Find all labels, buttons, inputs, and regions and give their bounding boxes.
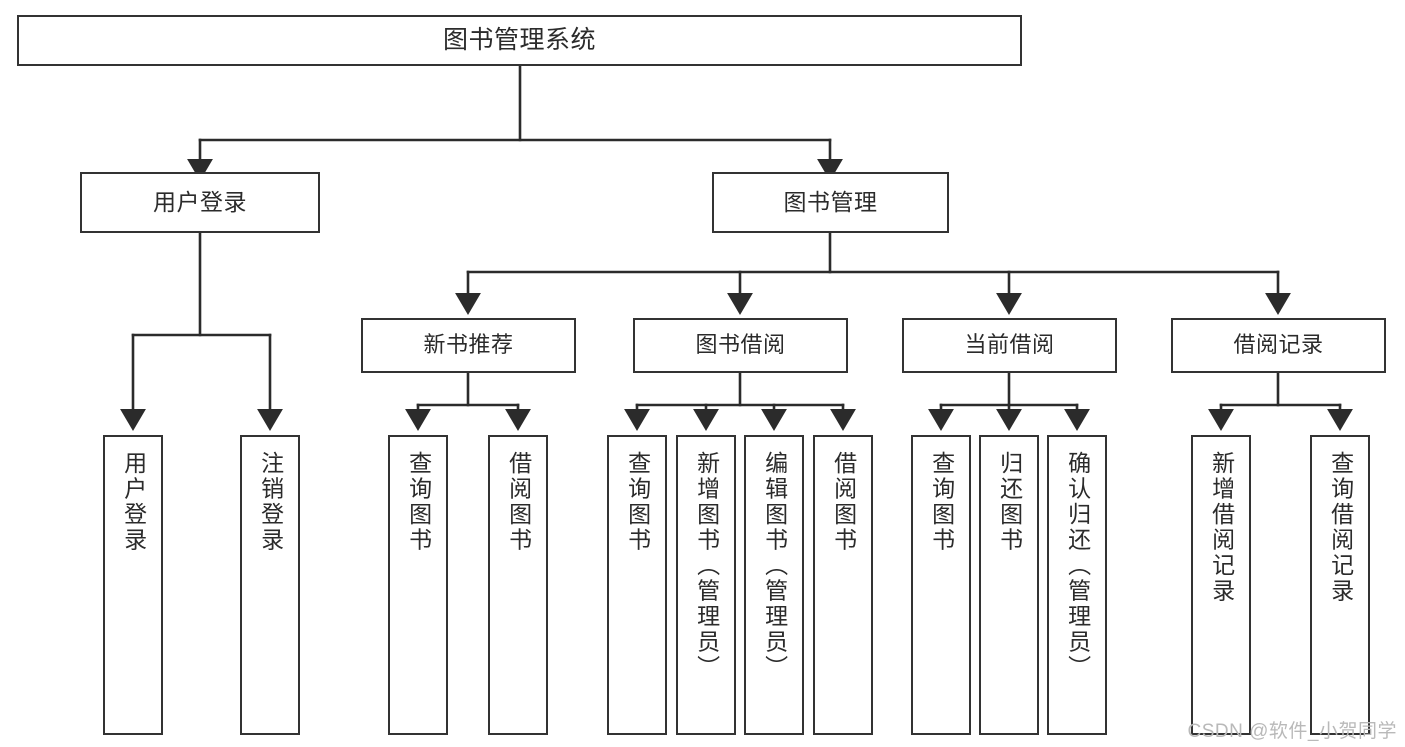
node-user-login[interactable]: 用户登录 <box>80 172 320 233</box>
node-label: 用户登录 <box>153 189 247 216</box>
node-root-book-management-system[interactable]: 图书管理系统 <box>17 15 1022 66</box>
node-label: 查询借阅记录 <box>1327 451 1354 604</box>
node-label: 查询图书 <box>928 451 955 553</box>
node-label: 新增图书（管理员） <box>693 451 720 681</box>
node-label: 注销登录 <box>257 451 284 553</box>
node-leaf-query-book-recommend[interactable]: 查询图书 <box>388 435 448 735</box>
node-borrow-record[interactable]: 借阅记录 <box>1171 318 1386 373</box>
node-label: 编辑图书（管理员） <box>761 451 788 681</box>
node-leaf-query-book-borrow[interactable]: 查询图书 <box>607 435 667 735</box>
node-label: 图书管理系统 <box>442 26 596 55</box>
node-label: 借阅记录 <box>1233 332 1324 358</box>
node-label: 归还图书 <box>996 451 1023 553</box>
node-label: 图书借阅 <box>695 332 786 358</box>
node-leaf-return-book[interactable]: 归还图书 <box>979 435 1039 735</box>
node-leaf-borrow-book-recommend[interactable]: 借阅图书 <box>488 435 548 735</box>
node-label: 借阅图书 <box>830 451 857 553</box>
node-label: 新书推荐 <box>423 332 514 358</box>
node-leaf-logout-login[interactable]: 注销登录 <box>240 435 300 735</box>
node-book-borrow[interactable]: 图书借阅 <box>633 318 848 373</box>
node-leaf-add-book[interactable]: 新增图书（管理员） <box>676 435 736 735</box>
node-book-manage[interactable]: 图书管理 <box>712 172 949 233</box>
node-leaf-query-borrow-record[interactable]: 查询借阅记录 <box>1310 435 1370 735</box>
node-leaf-confirm-return[interactable]: 确认归还（管理员） <box>1047 435 1107 735</box>
node-leaf-user-login[interactable]: 用户登录 <box>103 435 163 735</box>
node-leaf-query-book-current[interactable]: 查询图书 <box>911 435 971 735</box>
node-label: 查询图书 <box>405 451 432 553</box>
node-label: 当前借阅 <box>964 332 1055 358</box>
node-label: 新增借阅记录 <box>1208 451 1235 604</box>
node-label: 图书管理 <box>783 189 878 216</box>
node-label: 查询图书 <box>624 451 651 553</box>
node-leaf-borrow-book[interactable]: 借阅图书 <box>813 435 873 735</box>
node-label: 确认归还（管理员） <box>1064 451 1091 681</box>
node-new-book-recommend[interactable]: 新书推荐 <box>361 318 576 373</box>
watermark: CSDN @软件_小贺同学 <box>1187 721 1397 742</box>
node-leaf-edit-book[interactable]: 编辑图书（管理员） <box>744 435 804 735</box>
node-leaf-add-borrow-record[interactable]: 新增借阅记录 <box>1191 435 1251 735</box>
node-current-borrow[interactable]: 当前借阅 <box>902 318 1117 373</box>
node-label: 借阅图书 <box>505 451 532 553</box>
node-label: 用户登录 <box>120 451 147 553</box>
